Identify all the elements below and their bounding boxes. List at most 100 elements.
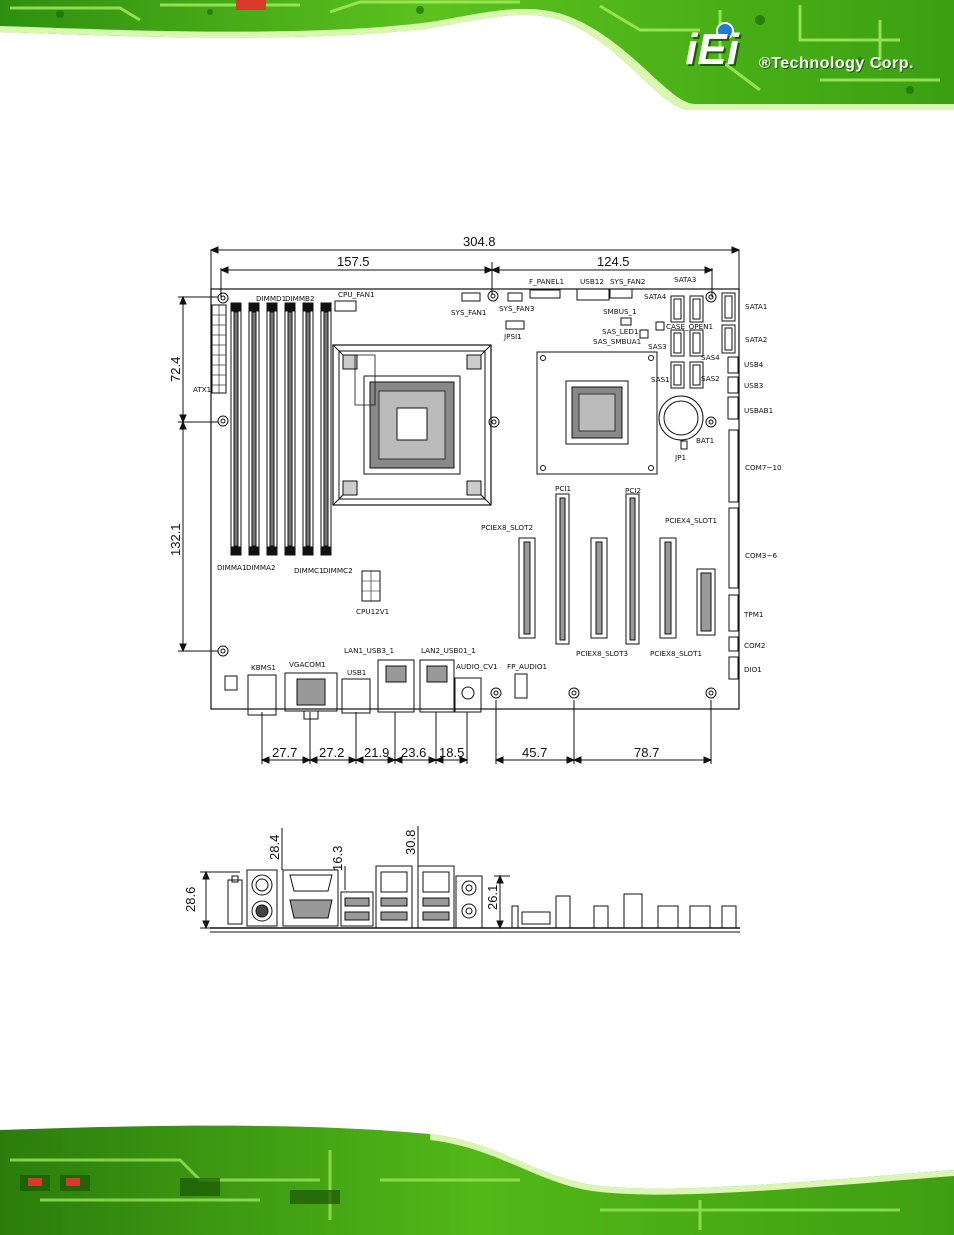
board-outline — [210, 288, 740, 710]
sata-connectors — [670, 292, 736, 389]
dim-io-5: 18.5 — [439, 745, 464, 760]
label-dimma1: DIMMA1 — [217, 563, 247, 572]
usbab1-header — [727, 396, 739, 420]
cpu-socket — [332, 344, 492, 506]
usb4-header — [727, 356, 739, 374]
f-panel1-connector — [529, 289, 561, 299]
fp-audio1-header — [514, 673, 528, 699]
label-pci1: PCI1 — [555, 484, 571, 493]
dim-h3: 30.8 — [403, 830, 418, 855]
label-fp-audio1: FP_AUDIO1 — [507, 662, 547, 671]
sys-fan2-connector — [609, 288, 633, 299]
dim-h5: 26.1 — [485, 885, 500, 910]
label-vgacom1: VGACOM1 — [289, 660, 326, 669]
dim-h4: 28.6 — [183, 887, 198, 912]
chipset — [536, 351, 658, 475]
label-f-panel1: F_PANEL1 — [529, 277, 564, 286]
dim-h2: 16.3 — [330, 846, 345, 871]
iei-logo: iEi — [685, 25, 739, 74]
dim-io-4: 23.6 — [401, 745, 426, 760]
label-sys-fan2: SYS_FAN2 — [610, 277, 645, 286]
sys-fan1-connector — [461, 292, 481, 302]
pcb-header-graphic — [0, 0, 954, 110]
label-usb3: USB3 — [744, 381, 763, 390]
label-tpm1: TPM1 — [743, 610, 764, 619]
jpsi1-connector — [505, 320, 525, 330]
label-lan1-usb3-1: LAN1_USB3_1 — [344, 646, 394, 655]
dim-center-to-right: 124.5 — [597, 254, 630, 269]
dim-mid-section: 132.1 — [168, 523, 183, 556]
header-banner: iEi ®Technology Corp. — [0, 0, 954, 110]
label-com3-6: COM3~6 — [745, 551, 777, 560]
side-view-dimension-labels: 28.4 16.3 30.8 28.6 26.1 — [183, 830, 500, 912]
label-cpu-fan1: CPU_FAN1 — [338, 290, 375, 299]
usb12-connector — [576, 288, 610, 301]
label-smbus-1: SMBUS_1 — [603, 307, 637, 316]
lan1-usb3-1-port — [377, 659, 415, 713]
label-sata4: SATA4 — [644, 292, 667, 301]
cpu-fan1-connector — [334, 300, 357, 312]
label-sata2: SATA2 — [745, 335, 767, 344]
tpm1-header — [728, 594, 739, 632]
bat1-battery — [658, 395, 704, 441]
rear-io-side-view — [200, 826, 740, 933]
label-sata3: SATA3 — [674, 275, 696, 284]
label-dimmc2: DIMMC2 — [323, 566, 353, 575]
dim-overall-width: 304.8 — [463, 234, 496, 249]
label-case-open1: CASE_OPEN1 — [666, 322, 713, 331]
label-sys-fan1: SYS_FAN1 — [451, 308, 486, 317]
usb1-port — [341, 678, 371, 714]
label-sys-fan3: SYS_FAN3 — [499, 304, 534, 313]
dim-io-2: 27.2 — [319, 745, 344, 760]
label-pciex4-slot1: PCIEX4_SLOT1 — [665, 516, 717, 525]
label-com7-10: COM7~10 — [745, 463, 782, 472]
expansion-slots — [518, 493, 716, 645]
label-sas-smbua1: SAS_SMBUA1 — [593, 337, 641, 346]
label-bat1: BAT1 — [696, 436, 714, 445]
label-audio-cv1: AUDIO_CV1 — [456, 662, 498, 671]
label-atx1: ATX1 — [193, 385, 211, 394]
label-jpsi1: JPSI1 — [503, 332, 522, 341]
label-sata1: SATA1 — [745, 302, 767, 311]
dim-io-1: 27.7 — [272, 745, 297, 760]
dim-top-section: 72.4 — [168, 357, 183, 382]
audio-cv1-port — [454, 677, 482, 713]
label-sas-led1: SAS_LED1 — [602, 327, 638, 336]
label-lan2-usb01-1: LAN2_USB01_1 — [421, 646, 476, 655]
label-pciex8-slot1: PCIEX8_SLOT1 — [650, 649, 702, 658]
com7-10-header — [728, 429, 739, 503]
dim-io-6: 45.7 — [522, 745, 547, 760]
smbus-1-connector — [620, 317, 632, 326]
sys-fan3-connector — [507, 292, 523, 302]
dim-h1: 28.4 — [267, 835, 282, 860]
label-pciex8-slot2: PCIEX8_SLOT2 — [481, 523, 533, 532]
component-labels: CPU_FAN1 DIMMD1 DIMMB2 ATX1 DIMMA1 DIMMA… — [193, 275, 782, 677]
mounting-holes — [217, 290, 717, 699]
label-dimmb2: DIMMB2 — [285, 294, 315, 303]
logo-dot — [716, 22, 734, 40]
jp1-jumper — [680, 440, 688, 450]
label-sas3: SAS3 — [648, 342, 667, 351]
label-jp1: JP1 — [674, 453, 686, 462]
small-header — [224, 675, 238, 691]
label-sas2: SAS2 — [701, 374, 720, 383]
label-usbab1: USBAB1 — [744, 406, 773, 415]
dim-left-to-center: 157.5 — [337, 254, 370, 269]
brand-text: ®Technology Corp. — [758, 55, 914, 72]
com2-header — [728, 636, 739, 652]
label-usb12: USB12 — [580, 277, 604, 286]
dio1-header — [728, 656, 739, 680]
dim-io-3: 21.9 — [364, 745, 389, 760]
com3-6-header — [728, 507, 739, 589]
label-dio1: DIO1 — [744, 665, 762, 674]
pcb-footer-graphic — [0, 1120, 954, 1235]
label-dimma2: DIMMA2 — [246, 563, 276, 572]
bottom-dimensions — [260, 700, 713, 764]
label-usb4: USB4 — [744, 360, 764, 369]
usb3-header — [727, 376, 739, 394]
dim-io-7: 78.7 — [634, 745, 659, 760]
label-pci2: PCI2 — [625, 486, 641, 495]
label-sas1: SAS1 — [651, 375, 670, 384]
footer-banner — [0, 1120, 954, 1235]
